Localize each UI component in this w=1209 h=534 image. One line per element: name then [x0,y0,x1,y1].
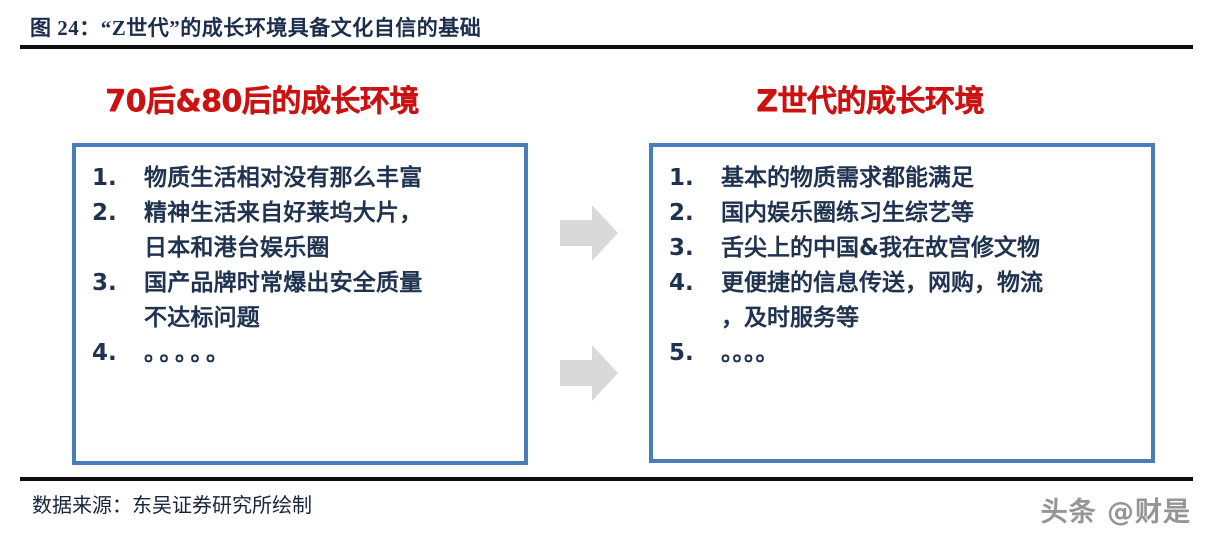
list-item-text: 国内娱乐圈练习生综艺等 [721,199,974,226]
list-item: 1. 物质生活相对没有那么丰富 [76,161,524,196]
list-item-text: 国产品牌时常爆出安全质量 不达标问题 [144,269,423,331]
right-panel-heading: Z世代的成长环境 [756,84,984,119]
right-panel: 1. 基本的物质需求都能满足 2. 国内娱乐圈练习生综艺等 3. 舌尖上的中国&… [649,143,1155,463]
header-divider [20,45,1193,49]
list-item: 5. 。。。。 [653,336,1151,371]
list-item-number: 1. [669,165,694,191]
list-item-number: 5. [669,339,694,366]
list-item-number: 4. [92,339,117,366]
list-item-number: 2. [92,199,117,226]
list-item-text: 。。。。 [721,339,779,366]
list-item-text: 精神生活来自好莱坞大片， 日本和港台娱乐圈 [144,199,423,261]
list-item: 1. 基本的物质需求都能满足 [653,161,1151,196]
list-item: 3. 舌尖上的中国&我在故宫修文物 [653,231,1151,266]
list-item: 3. 国产品牌时常爆出安全质量 不达标问题 [76,266,524,336]
source-note: 数据来源：东吴证券研究所绘制 [32,495,312,517]
arrow-right-icon [558,202,620,264]
list-item-text: 基本的物质需求都能满足 [721,165,974,191]
left-panel-list: 1. 物质生活相对没有那么丰富 2. 精神生活来自好莱坞大片， 日本和港台娱乐圈… [76,147,524,371]
list-item-text: 舌尖上的中国&我在故宫修文物 [721,234,1041,261]
list-item-text: 。。。。。 [144,339,233,366]
footer-divider [20,477,1193,481]
left-panel: 1. 物质生活相对没有那么丰富 2. 精神生活来自好莱坞大片， 日本和港台娱乐圈… [72,143,528,465]
list-item: 2. 国内娱乐圈练习生综艺等 [653,196,1151,231]
watermark: 头条 @财是 [1040,497,1191,528]
left-panel-heading: 70后&80后的成长环境 [105,84,419,119]
right-panel-list: 1. 基本的物质需求都能满足 2. 国内娱乐圈练习生综艺等 3. 舌尖上的中国&… [653,147,1151,371]
list-item-number: 1. [92,165,117,191]
list-item: 2. 精神生活来自好莱坞大片， 日本和港台娱乐圈 [76,196,524,266]
arrow-right-icon [558,342,620,404]
list-item: 4. 。。。。。 [76,336,524,371]
list-item-text: 更便捷的信息传送，网购，物流 ，及时服务等 [721,269,1043,331]
page-title: 图 24：“Z世代”的成长环境具备文化自信的基础 [30,16,482,40]
list-item-number: 3. [92,269,117,296]
list-item-number: 2. [669,199,694,226]
list-item-number: 4. [669,269,694,296]
list-item-number: 3. [669,234,694,261]
list-item-text: 物质生活相对没有那么丰富 [144,165,423,191]
list-item: 4. 更便捷的信息传送，网购，物流 ，及时服务等 [653,266,1151,336]
